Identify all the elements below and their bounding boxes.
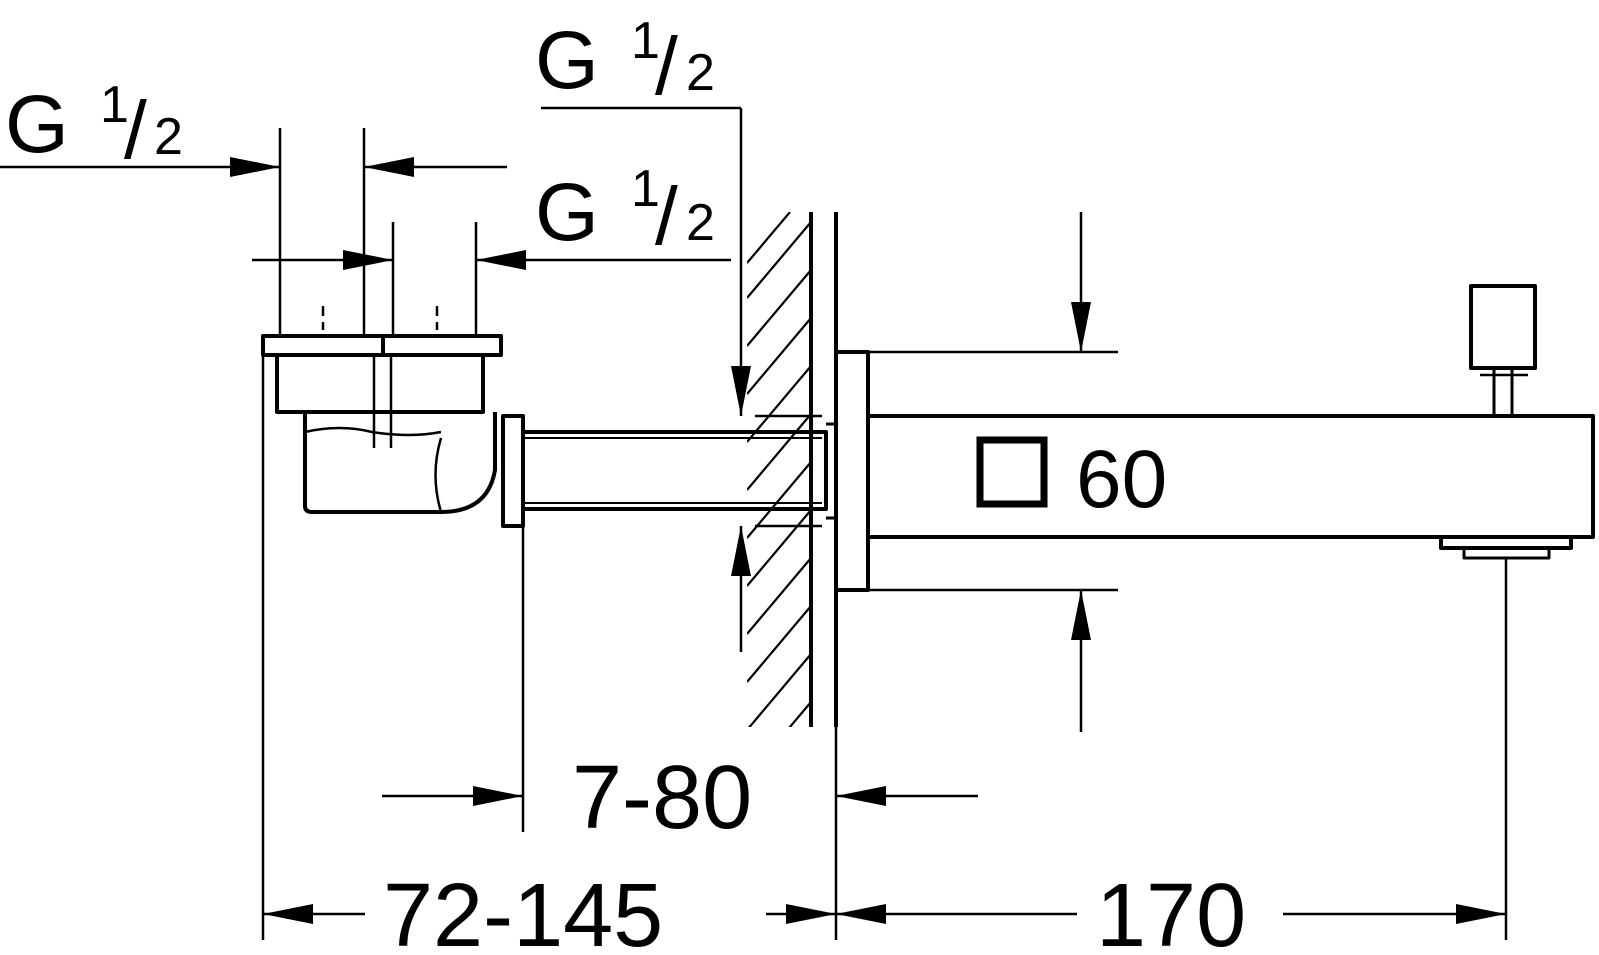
svg-text:G: G xyxy=(535,15,599,106)
svg-text:/: / xyxy=(124,85,147,176)
thread-label-top: G 1 / 2 xyxy=(535,12,715,112)
wall-gap-dimension: 7-80 xyxy=(572,748,752,848)
dimension-lines xyxy=(0,106,1508,940)
concealed-body xyxy=(261,306,838,528)
svg-text:2: 2 xyxy=(686,194,715,252)
dimension-arrows xyxy=(230,157,1506,924)
svg-text:1: 1 xyxy=(100,76,129,134)
svg-text:1: 1 xyxy=(631,12,660,70)
svg-text:2: 2 xyxy=(154,108,183,166)
svg-text:2: 2 xyxy=(686,44,715,102)
spout-section-label: 60 xyxy=(1076,434,1167,525)
spout-section-symbol xyxy=(976,436,1048,508)
body-depth-dimension: 72-145 xyxy=(383,866,663,955)
svg-text:G: G xyxy=(535,167,599,258)
svg-text:1: 1 xyxy=(631,160,660,218)
svg-text:/: / xyxy=(655,21,678,112)
bath-spout xyxy=(834,284,1595,592)
spout-length-dimension: 170 xyxy=(1096,866,1246,955)
thread-label-middle: G 1 / 2 xyxy=(535,160,715,262)
wall-section xyxy=(747,212,838,727)
svg-text:G: G xyxy=(5,79,69,170)
thread-label-left: G 1 / 2 xyxy=(5,76,183,176)
svg-text:/: / xyxy=(655,171,678,262)
